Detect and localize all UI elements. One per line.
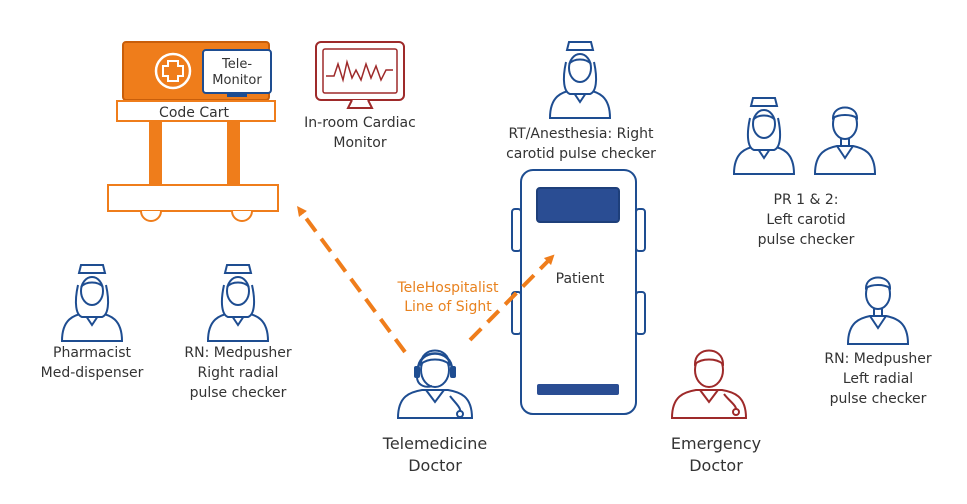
patient-label: Patient: [556, 271, 605, 287]
cart-wheel-right: [231, 210, 253, 222]
cart-base: [107, 184, 279, 212]
rn-right-label-line1: RN: Medpusher: [184, 345, 291, 361]
line-of-sight-label-line2: Line of Sight: [404, 299, 492, 315]
rt-label-line1: RT/Anesthesia: Right: [508, 126, 654, 142]
emergency-doctor-label-line2: Doctor: [689, 456, 743, 475]
line-of-sight-label-line1: TeleHospitalist: [396, 280, 499, 296]
cart-top-shelf: [116, 100, 276, 122]
bed-footboard: [537, 384, 619, 395]
rn-left-label-line3: pulse checker: [830, 391, 927, 407]
rn-right-label-line3: pulse checker: [190, 385, 287, 401]
tele-monitor: Tele- Monitor: [202, 49, 272, 97]
line-of-sight: TeleHospitalist Line of Sight: [297, 205, 555, 354]
male-figure-icon: [814, 106, 876, 175]
doctor-stethoscope-icon: [670, 349, 748, 419]
cardiac-monitor-screen: [315, 41, 405, 101]
tele-monitor-label-line1: Tele-: [221, 57, 252, 72]
bed-rail-right-top: [635, 208, 646, 252]
medical-cross-icon: [154, 52, 192, 90]
tele-doctor-label-line1: Telemedicine: [382, 434, 487, 453]
emergency-doctor-label-line1: Emergency: [671, 434, 761, 453]
rn-right-label-line2: Right radial: [198, 365, 279, 381]
pr-1-2: PR 1 & 2: Left carotid pulse checker: [733, 97, 876, 248]
nurse-icon: [207, 264, 269, 342]
doctor-headset-icon: [396, 349, 474, 419]
bed-frame: [520, 169, 637, 415]
rn-left-label-line2: Left radial: [843, 371, 913, 387]
nurse-icon: [733, 97, 795, 175]
cardiac-monitor-label-line1: In-room Cardiac: [304, 115, 416, 131]
pr-label-line3: pulse checker: [758, 232, 855, 248]
cart-wheel-left: [140, 210, 162, 222]
code-cart-label: Code Cart: [159, 105, 229, 121]
bed-rail-right-bottom: [635, 291, 646, 335]
pr-label-line1: PR 1 & 2:: [774, 192, 839, 208]
tele-monitor-label-line2: Monitor: [212, 73, 262, 88]
male-figure-icon: [847, 276, 909, 345]
pr-label-line2: Left carotid: [766, 212, 845, 228]
ecg-waveform-icon: [326, 59, 393, 83]
telemedicine-doctor: Telemedicine Doctor: [382, 349, 487, 475]
cardiac-monitor-label-line2: Monitor: [333, 135, 386, 151]
patient-bed: Patient: [511, 169, 646, 415]
pharmacist-label-line1: Pharmacist: [53, 345, 132, 361]
tele-monitor-stand: [227, 93, 247, 97]
pharmacist-label-line2: Med-dispenser: [41, 365, 144, 381]
sight-arrow-to-patient: [468, 254, 555, 342]
tele-doctor-label-line2: Doctor: [408, 456, 462, 475]
bed-pillow: [536, 187, 620, 223]
cart-leg-right: [227, 121, 240, 185]
cart-leg-left: [149, 121, 162, 185]
rt-anesthesia: RT/Anesthesia: Right carotid pulse check…: [506, 41, 656, 162]
nurse-icon: [61, 264, 123, 342]
nurse-icon: [549, 41, 611, 119]
rn-medpusher-left: RN: Medpusher Left radial pulse checker: [824, 276, 932, 407]
rn-left-label-line1: RN: Medpusher: [824, 351, 931, 367]
emergency-doctor: Emergency Doctor: [670, 349, 761, 475]
rt-label-line2: carotid pulse checker: [506, 146, 656, 162]
sight-arrow-to-cart: [297, 205, 407, 354]
cardiac-monitor: In-room Cardiac Monitor: [304, 41, 416, 151]
bed-rail-left-top: [511, 208, 522, 252]
pharmacist: Pharmacist Med-dispenser: [41, 264, 144, 381]
rn-medpusher-right: RN: Medpusher Right radial pulse checker: [184, 264, 292, 401]
